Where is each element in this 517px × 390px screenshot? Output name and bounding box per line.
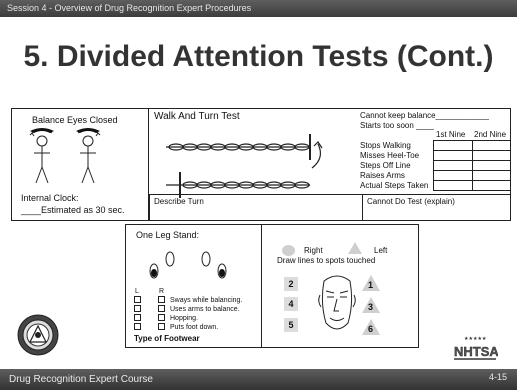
session-label: Session 4 - Overview of Drug Recognition… [7, 3, 252, 13]
clue-item: Uses arms to balance. [170, 306, 240, 313]
one-leg-heading: One Leg Stand: [136, 230, 200, 240]
describe-turn-label: Describe Turn [154, 197, 204, 206]
right-checkbox[interactable] [158, 323, 165, 330]
balance-figures [29, 128, 101, 184]
footer-bar: Drug Recognition Expert Course 4-15 [0, 369, 517, 390]
nhtsa-logo-text: NHTSA [454, 344, 498, 359]
right-checkbox[interactable] [158, 305, 165, 312]
header-bar: Session 4 - Overview of Drug Recognition… [0, 0, 517, 17]
clue-label: Actual Steps Taken [360, 181, 429, 190]
finger-to-nose-section: Right Left Draw lines to spots touched 2… [261, 224, 419, 348]
col-second-nine: 2nd Nine [474, 130, 507, 139]
spot-triangle [362, 275, 380, 291]
left-checkbox[interactable] [134, 296, 141, 303]
page-number: 4-15 [488, 372, 507, 382]
walk-line-chain [166, 134, 323, 198]
dre-seal-logo [17, 314, 59, 356]
col-first-nine: 1st Nine [436, 130, 466, 139]
left-checkbox[interactable] [134, 314, 141, 321]
nhtsa-logo: ★★★★★ NHTSA [454, 336, 498, 360]
svg-text:★★★★★: ★★★★★ [464, 336, 487, 342]
right-label: Right [304, 246, 323, 255]
cannot-do-test-label: Cannot Do Test (explain) [367, 197, 455, 206]
balance-figure-right [77, 129, 101, 184]
balance-heading: Balance Eyes Closed [32, 115, 118, 125]
left-label: Left [374, 246, 388, 255]
cannot-keep-balance: Cannot keep balance____________ [360, 111, 490, 120]
clue-label: Raises Arms [360, 171, 405, 180]
balance-figure-left [29, 129, 53, 184]
left-checkbox[interactable] [134, 323, 141, 330]
feet-illustration [149, 251, 227, 279]
balance-section: Balance Eyes Closed Internal Clock: ____… [11, 108, 149, 221]
right-checkbox[interactable] [158, 296, 165, 303]
describe-turn-box[interactable]: Describe Turn [149, 194, 363, 221]
spot-number: 2 [284, 277, 298, 291]
spot-number: 6 [368, 324, 374, 334]
left-leg-label: L [135, 288, 139, 295]
face-icon [318, 275, 356, 330]
clue-label: Steps Off Line [360, 161, 411, 170]
clue-label: Stops Walking [360, 141, 411, 150]
clue-table-cell[interactable] [433, 180, 473, 191]
spot-triangle [362, 319, 380, 335]
clue-item: Hopping. [170, 315, 199, 322]
spot-number: 4 [284, 297, 298, 311]
walk-heading: Walk And Turn Test [154, 111, 240, 122]
spot-number: 3 [368, 302, 374, 312]
cannot-do-test-box[interactable]: Cannot Do Test (explain) [362, 194, 511, 221]
course-name: Drug Recognition Expert Course [9, 374, 153, 385]
spot-number: 5 [284, 318, 298, 332]
left-spot-icon [348, 242, 362, 254]
estimate-text: ____Estimated as 30 sec. [21, 205, 125, 215]
right-spot-icon [282, 245, 295, 256]
clue-item: Sways while balancing. [170, 297, 243, 304]
draw-lines-instruction: Draw lines to spots touched [277, 256, 376, 265]
starts-too-soon: Starts too soon ____ [360, 121, 434, 130]
footwear-label: Type of Footwear [134, 334, 200, 343]
internal-clock-label: Internal Clock: [21, 193, 79, 203]
clue-item: Puts foot down. [170, 324, 219, 331]
clue-label: Misses Heel-Toe [360, 151, 420, 160]
spot-number: 1 [368, 280, 374, 290]
right-leg-label: R [159, 288, 165, 295]
spot-triangle [362, 297, 380, 313]
left-checkbox[interactable] [134, 305, 141, 312]
clue-table-cell[interactable] [472, 180, 511, 191]
slide-title: 5. Divided Attention Tests (Cont.) [23, 40, 494, 73]
right-checkbox[interactable] [158, 314, 165, 321]
one-leg-stand-section: One Leg Stand: L R Sways while balancing… [125, 224, 262, 348]
